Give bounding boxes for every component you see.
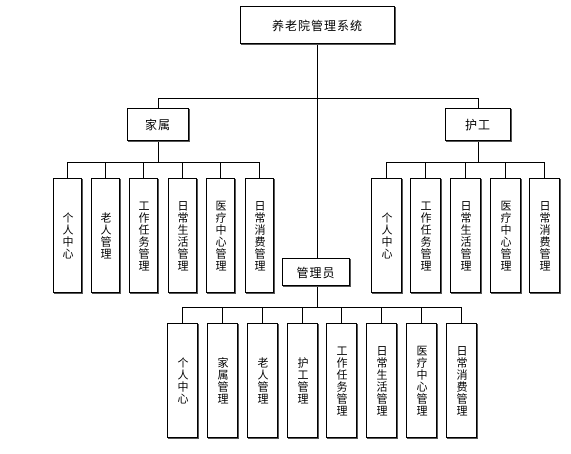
node-caregiver-child-5-label: 日常消费管理: [538, 199, 551, 272]
node-admin-child-8: 日常消费管理: [446, 323, 477, 438]
node-admin-child-5: 工作任务管理: [326, 323, 357, 438]
node-admin-child-2-label: 家属管理: [216, 356, 229, 405]
node-caregiver-child-3-label: 日常生活管理: [459, 199, 472, 272]
node-admin-child-2: 家属管理: [207, 323, 238, 438]
node-family-child-1-label: 个人中心: [61, 211, 74, 260]
node-family-child-6: 日常消费管理: [245, 178, 274, 293]
node-family-child-4: 日常生活管理: [168, 178, 197, 293]
node-admin-child-1: 个人中心: [167, 323, 198, 438]
node-family-child-3-label: 工作任务管理: [137, 199, 150, 272]
node-caregiver-child-5: 日常消费管理: [529, 178, 560, 293]
node-caregiver-child-2: 工作任务管理: [410, 178, 441, 293]
node-root-label: 养老院管理系统: [271, 18, 363, 33]
node-caregiver-label: 护工: [464, 118, 491, 132]
node-family-child-6-label: 日常消费管理: [253, 199, 266, 272]
node-caregiver-child-1: 个人中心: [371, 178, 402, 293]
node-admin: 管理员: [282, 258, 350, 286]
node-admin-child-3: 老人管理: [247, 323, 278, 438]
node-family-label: 家属: [144, 118, 171, 132]
node-admin-child-6: 日常生活管理: [366, 323, 397, 438]
node-admin-child-4: 护工管理: [287, 323, 318, 438]
node-family-child-5: 医疗中心管理: [206, 178, 235, 293]
node-family: 家属: [127, 108, 189, 141]
node-caregiver-child-4: 医疗中心管理: [490, 178, 521, 293]
node-admin-child-5-label: 工作任务管理: [335, 344, 348, 417]
node-admin-child-8-label: 日常消费管理: [455, 344, 468, 417]
node-admin-child-7-label: 医疗中心管理: [415, 344, 428, 417]
node-root: 养老院管理系统: [240, 6, 395, 44]
node-caregiver-child-2-label: 工作任务管理: [419, 199, 432, 272]
node-admin-child-3-label: 老人管理: [256, 356, 269, 405]
node-admin-child-7: 医疗中心管理: [406, 323, 437, 438]
node-caregiver-child-1-label: 个人中心: [380, 211, 393, 260]
node-caregiver-child-4-label: 医疗中心管理: [499, 199, 512, 272]
node-family-child-2-label: 老人管理: [99, 211, 112, 260]
node-family-child-3: 工作任务管理: [129, 178, 158, 293]
node-admin-child-1-label: 个人中心: [176, 356, 189, 405]
node-family-child-2: 老人管理: [91, 178, 120, 293]
node-family-child-1: 个人中心: [53, 178, 82, 293]
node-caregiver: 护工: [445, 108, 511, 141]
node-family-child-5-label: 医疗中心管理: [214, 199, 227, 272]
node-admin-child-6-label: 日常生活管理: [375, 344, 388, 417]
node-admin-label: 管理员: [296, 265, 336, 280]
node-family-child-4-label: 日常生活管理: [176, 199, 189, 272]
node-admin-child-4-label: 护工管理: [296, 356, 309, 405]
node-caregiver-child-3: 日常生活管理: [450, 178, 481, 293]
